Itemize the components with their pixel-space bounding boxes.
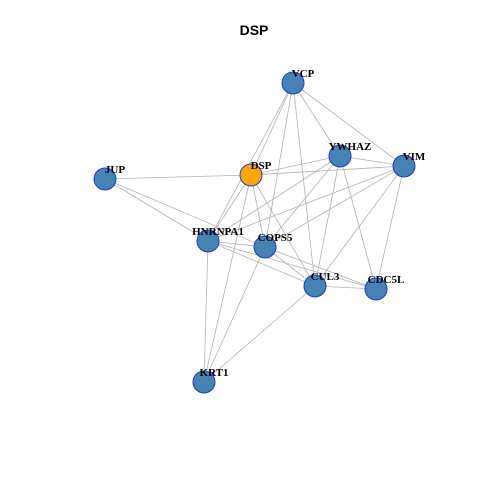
edge-jup-dsp (104, 174, 252, 180)
edge-cops5-krt1 (203, 246, 266, 383)
node-krt1 (192, 370, 216, 394)
edge-vcp-hnrnpa1 (207, 82, 294, 242)
node-label-jup: JUP (105, 164, 125, 176)
node-dsp (239, 163, 263, 187)
node-label-cops5: COPS5 (258, 232, 293, 244)
node-label-ywhaz: YWHAZ (329, 141, 372, 153)
edge-layer (104, 82, 405, 383)
edge-dsp-cops5 (250, 174, 266, 248)
edge-cul3-krt1 (203, 285, 316, 383)
edge-vim-dsp (250, 165, 405, 176)
edge-dsp-krt1 (203, 174, 252, 383)
node-label-vcp: VCP (292, 68, 315, 80)
node-cdc5l (364, 277, 388, 301)
edge-ywhaz-cdc5l (339, 155, 377, 290)
edge-ywhaz-cul3 (314, 155, 341, 287)
node-layer (93, 71, 416, 394)
node-hnrnpa1 (196, 229, 220, 253)
edge-ywhaz-dsp (250, 155, 341, 176)
edge-hnrnpa1-cul3 (207, 240, 316, 287)
edge-vim-hnrnpa1 (207, 165, 405, 242)
node-label-dsp: DSP (251, 160, 272, 172)
node-vcp (281, 71, 305, 95)
node-label-hnrnpa1: HNRNPA1 (192, 226, 244, 238)
edge-dsp-hnrnpa1 (207, 174, 252, 242)
node-label-vim: VIM (403, 151, 426, 163)
edge-jup-hnrnpa1 (104, 178, 209, 242)
node-label-cul3: CUL3 (311, 271, 340, 283)
edge-vim-cul3 (314, 165, 405, 287)
edge-vcp-cops5 (264, 82, 294, 248)
edge-vcp-cul3 (292, 82, 316, 287)
edge-dsp-cul3 (250, 174, 316, 287)
edge-cops5-cdc5l (264, 246, 377, 290)
node-cul3 (303, 274, 327, 298)
node-cops5 (253, 235, 277, 259)
edge-vcp-dsp (250, 82, 294, 176)
edge-vcp-ywhaz (292, 82, 341, 157)
node-jup (93, 167, 117, 191)
node-ywhaz (328, 144, 352, 168)
node-label-krt1: KRT1 (200, 367, 229, 379)
edge-hnrnpa1-cdc5l (207, 240, 377, 290)
edge-vim-cdc5l (375, 165, 405, 290)
edge-ywhaz-hnrnpa1 (207, 155, 341, 242)
edge-vcp-vim (292, 82, 405, 167)
edge-ywhaz-cops5 (264, 155, 341, 248)
edge-vim-cops5 (264, 165, 405, 248)
node-label-cdc5l: CDC5L (368, 274, 405, 286)
edge-jup-cops5 (104, 178, 266, 248)
edge-hnrnpa1-krt1 (203, 240, 209, 383)
node-vim (392, 154, 416, 178)
graph-title: DSP (240, 22, 269, 38)
